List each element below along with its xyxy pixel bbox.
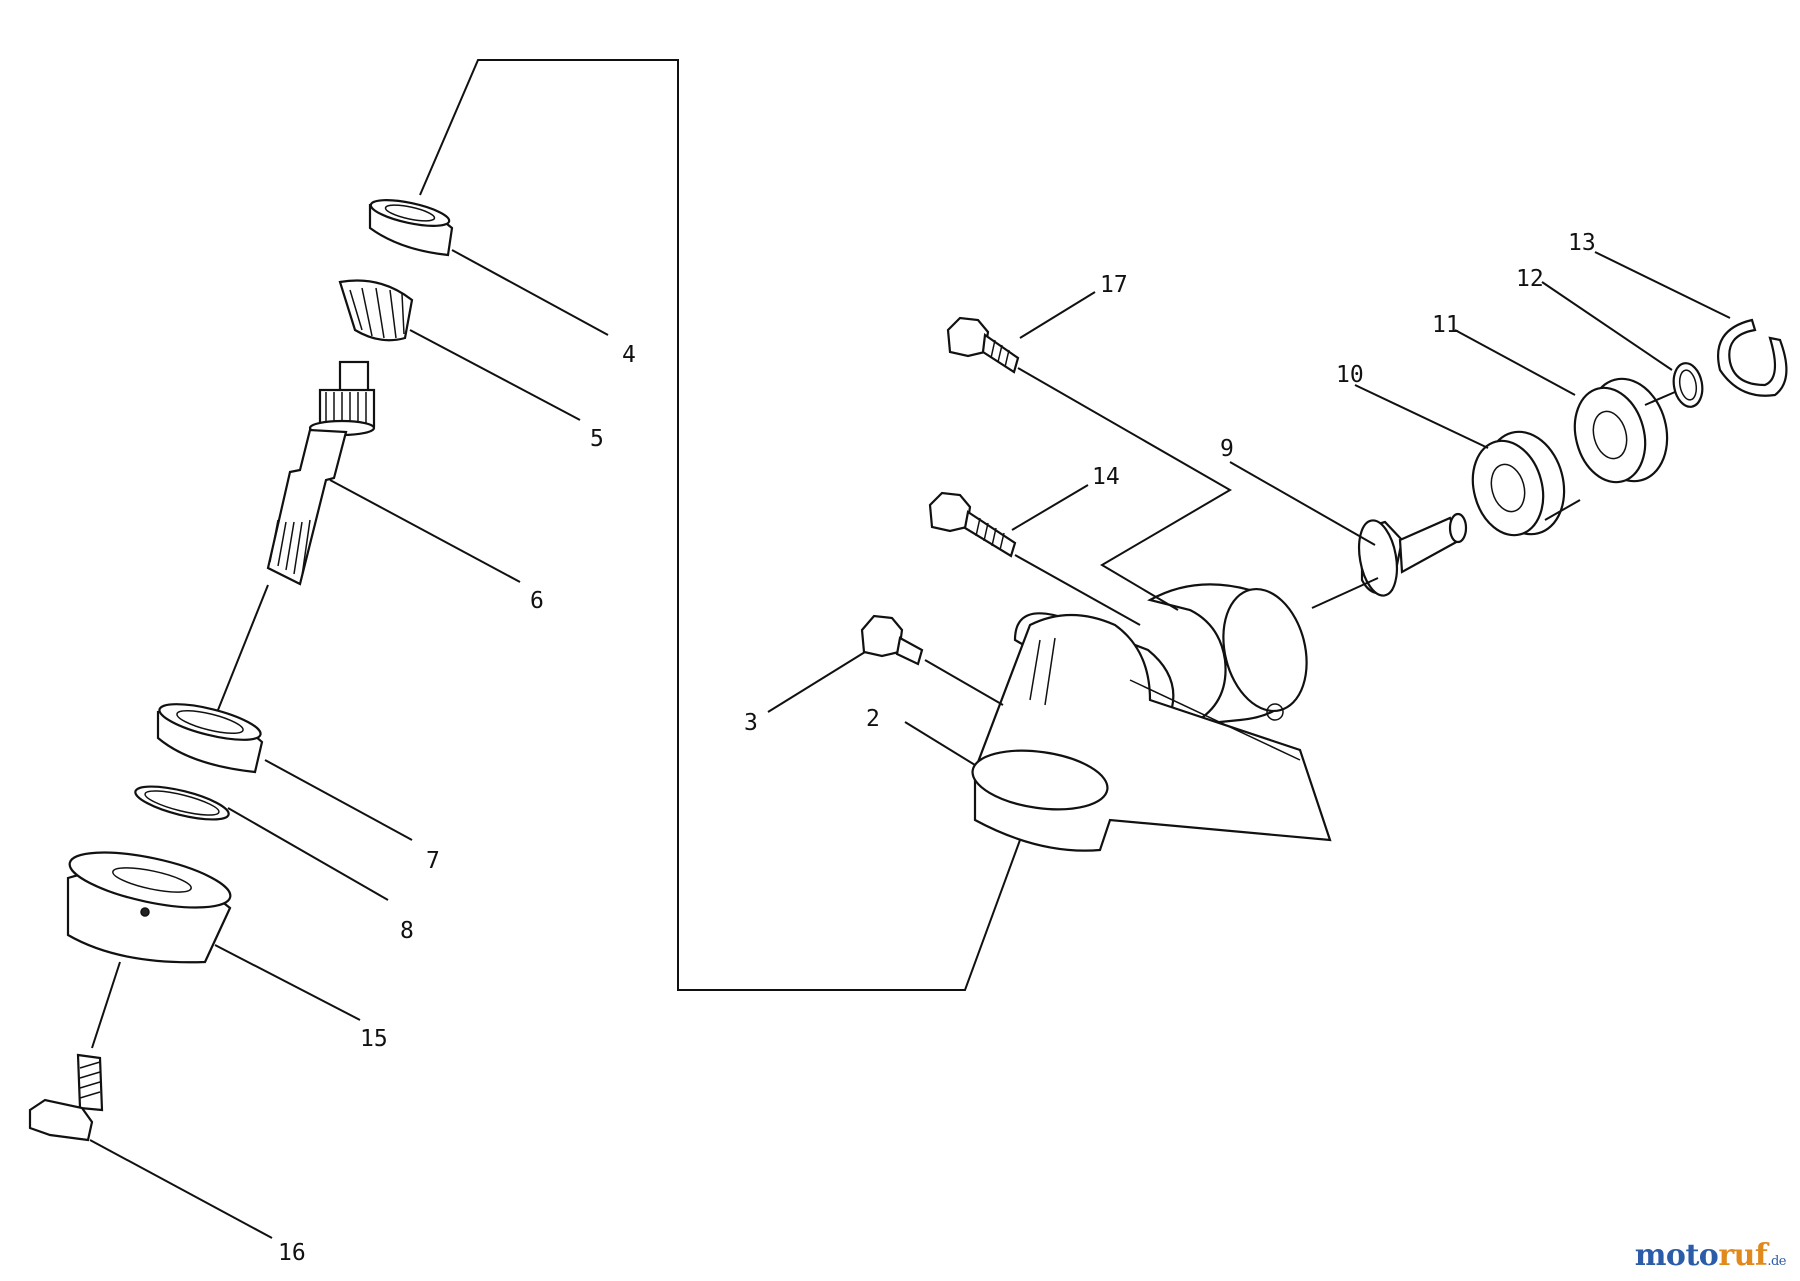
part-9-pinion-gear[interactable] [1354, 512, 1468, 599]
callout-11: 11 [1432, 312, 1460, 338]
callout-2: 2 [866, 706, 880, 732]
leader-lines [89, 249, 1731, 1239]
part-5-bevel-gear[interactable] [338, 279, 414, 342]
callout-7: 7 [426, 848, 440, 874]
callout-3: 3 [744, 710, 758, 736]
callout-17: 17 [1100, 272, 1128, 298]
part-6-splined-shaft[interactable] [266, 360, 376, 586]
part-17-bolt[interactable] [946, 316, 1020, 374]
callout-9: 9 [1220, 436, 1234, 462]
part-2-gear-housing[interactable] [969, 580, 1332, 852]
part-11-bearing[interactable] [1565, 370, 1678, 490]
callout-13: 13 [1568, 230, 1596, 256]
part-15-collar[interactable] [65, 841, 235, 964]
part-8-circlip[interactable] [133, 780, 232, 827]
part-7-bearing[interactable] [156, 697, 264, 774]
callout-4: 4 [622, 342, 636, 368]
watermark-tld: .de [1767, 1254, 1786, 1269]
watermark-logo: motoruf.de [1634, 1238, 1787, 1273]
part-4-bearing[interactable] [368, 195, 454, 257]
callout-8: 8 [400, 918, 414, 944]
watermark-part1: moto [1634, 1238, 1719, 1273]
watermark-part2: ruf [1718, 1238, 1768, 1273]
callout-16: 16 [278, 1240, 306, 1266]
callout-14: 14 [1092, 464, 1120, 490]
callout-labels: 2 3 4 5 6 7 8 9 10 11 12 13 14 15 16 17 [278, 230, 1596, 1266]
part-13-large-circlip[interactable] [1717, 318, 1788, 397]
callout-12: 12 [1516, 266, 1544, 292]
callout-5: 5 [590, 426, 604, 452]
callout-15: 15 [360, 1026, 388, 1052]
part-12-small-circlip[interactable] [1670, 361, 1705, 409]
callout-10: 10 [1336, 362, 1364, 388]
part-10-bearing[interactable] [1463, 423, 1575, 543]
part-16-hex-bolt[interactable] [28, 1053, 104, 1142]
callout-6: 6 [530, 588, 544, 614]
part-3-bolt[interactable] [860, 614, 924, 666]
assembly-bracket-lines [419, 59, 1021, 991]
part-14-bolt[interactable] [928, 491, 1017, 558]
